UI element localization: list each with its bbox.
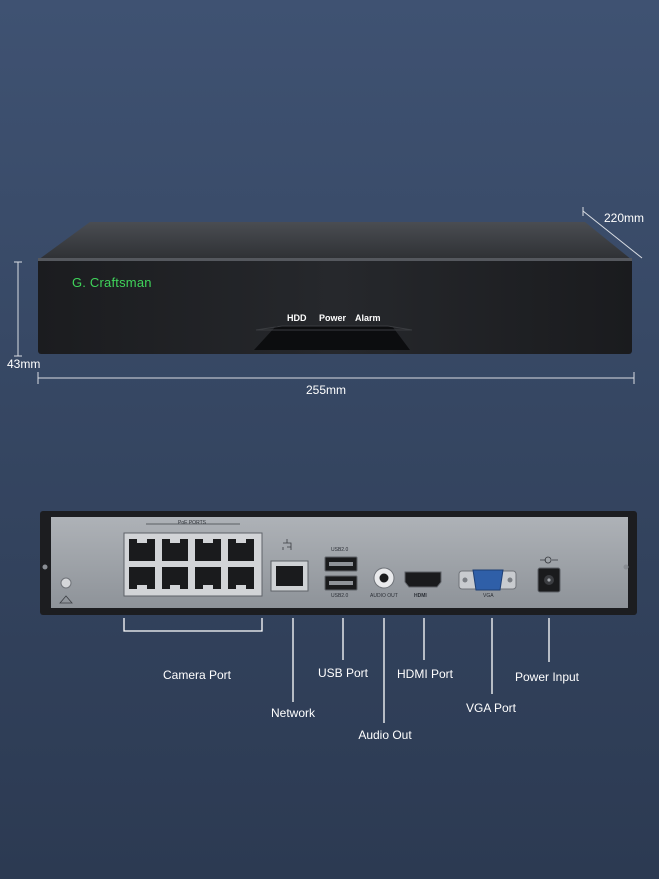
network-port[interactable]	[270, 560, 309, 592]
poe-port-grid[interactable]	[129, 539, 254, 589]
audio-out-callout: Audio Out	[358, 728, 412, 742]
hdmi-port[interactable]	[404, 571, 442, 588]
poe-port[interactable]	[129, 567, 155, 589]
hdmi-port-socket[interactable]	[404, 571, 442, 588]
height-dimension: 43mm	[7, 357, 41, 371]
poe-ports[interactable]	[123, 532, 263, 597]
audio-out-label: AUDIO OUT	[370, 593, 398, 599]
vga-port[interactable]	[458, 569, 517, 591]
indicator-recess	[254, 326, 410, 350]
poe-port[interactable]	[228, 539, 254, 561]
camera-port-label: Camera Port	[162, 668, 232, 682]
dimension-lines	[14, 207, 643, 384]
callout-lines	[123, 618, 550, 723]
power-indicator: Power	[319, 313, 347, 323]
brand-logo: G. Craftsman	[72, 275, 152, 290]
poe-port[interactable]	[162, 567, 188, 589]
ground-symbol-icon	[59, 595, 73, 604]
hdd-indicator: HDD	[287, 313, 307, 323]
screw-icon	[623, 564, 629, 570]
network-label: Network	[270, 706, 316, 720]
width-dimension: 255mm	[306, 383, 347, 397]
usb-ports[interactable]	[324, 556, 358, 591]
usb-bottom-label: USB2.0	[331, 593, 349, 599]
audio-jack-hole[interactable]	[379, 573, 389, 583]
power-input-port[interactable]	[537, 567, 561, 593]
vga-label: VGA	[483, 593, 494, 599]
audio-out-jack[interactable]	[373, 567, 395, 589]
power-input-label: Power Input	[514, 670, 580, 684]
alarm-indicator: Alarm	[355, 313, 381, 323]
poe-port[interactable]	[228, 567, 254, 589]
poe-port[interactable]	[129, 539, 155, 561]
nvr-front-view	[38, 222, 632, 354]
nvr-top-panel	[38, 222, 632, 260]
poe-ports-label: PoE PORTS	[178, 520, 206, 526]
poe-port-tabs	[137, 539, 246, 589]
ground-screw-icon	[60, 577, 72, 589]
vga-port-label: VGA Port	[465, 701, 517, 715]
usb-tongue	[329, 581, 353, 585]
network-icon	[282, 539, 292, 550]
usb-port-label: USB Port	[317, 666, 369, 680]
dc-polarity-icon	[540, 556, 558, 564]
poe-port[interactable]	[162, 539, 188, 561]
recess-edge	[255, 325, 413, 331]
vga-screw-icon	[462, 577, 468, 583]
vga-screw-icon	[507, 577, 513, 583]
usb-top-label: USB2.0	[331, 547, 349, 553]
network-port-socket[interactable]	[276, 566, 303, 586]
vga-port-socket[interactable]	[472, 569, 504, 591]
depth-dimension: 220mm	[604, 211, 645, 225]
front-edge-highlight	[38, 258, 632, 261]
hdmi-label: HDMI	[414, 593, 427, 599]
usb-tongue	[329, 562, 353, 566]
power-port-pin	[547, 578, 551, 582]
nvr-rear-view	[40, 511, 637, 615]
hdmi-port-label: HDMI Port	[396, 667, 454, 681]
screw-icon	[42, 564, 48, 570]
poe-port[interactable]	[195, 539, 221, 561]
poe-port[interactable]	[195, 567, 221, 589]
nvr-front-panel	[38, 258, 632, 354]
